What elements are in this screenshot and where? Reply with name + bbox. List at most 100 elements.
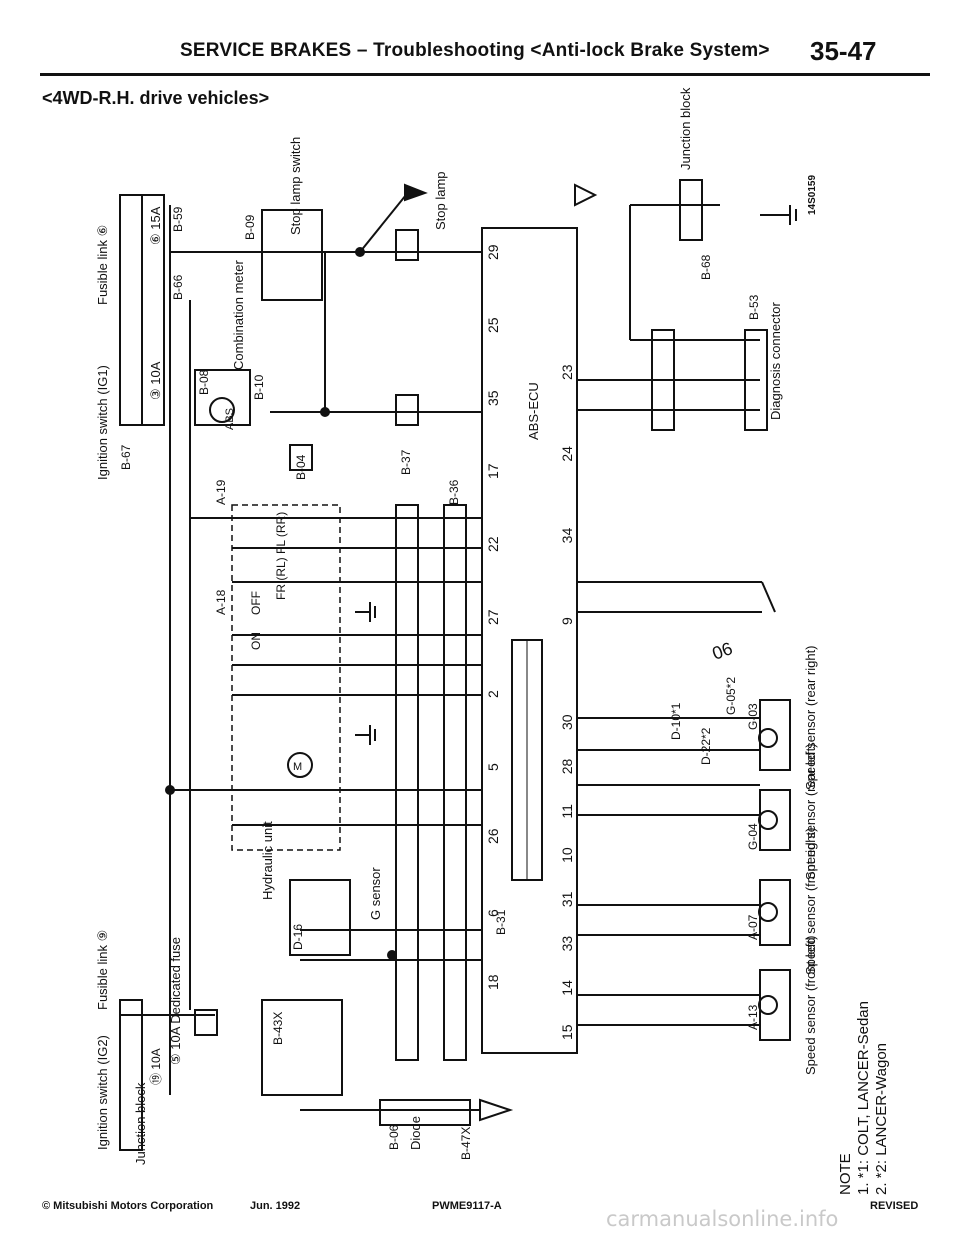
speed-sensor-fr-box bbox=[759, 879, 791, 946]
combination-meter-box bbox=[194, 369, 251, 426]
conn-b68: B-68 bbox=[699, 254, 713, 280]
conn-b36: B-36 bbox=[447, 479, 461, 505]
label-g-sensor: G sensor bbox=[368, 867, 383, 920]
conn-b09: B-09 bbox=[243, 214, 257, 240]
ecu-pins-right: 9 34 24 23 bbox=[559, 364, 575, 625]
footer-status: REVISED bbox=[870, 1200, 919, 1212]
ecu-pin-label: 14 bbox=[559, 980, 575, 996]
label-diode: Diode bbox=[408, 1116, 423, 1150]
ecu-pin-label: 30 bbox=[559, 714, 575, 730]
label-speed-sensor-fr: Speed sensor (front right) bbox=[803, 828, 818, 975]
label-fuse-3: ③ 10A bbox=[148, 361, 163, 400]
conn-b10: B-10 bbox=[252, 374, 266, 400]
ecu-pin-label: 2 bbox=[485, 690, 501, 698]
page-header: SERVICE BRAKES – Troubleshooting <Anti-l… bbox=[180, 40, 770, 62]
footer-doc-id: PWME9117-A bbox=[432, 1200, 502, 1212]
footer-copyright: © Mitsubishi Motors Corporation bbox=[42, 1200, 214, 1212]
ecu-pin-label: 15 bbox=[559, 1024, 575, 1040]
hydraulic-unit-box bbox=[231, 504, 341, 851]
speed-sensor-rr-box bbox=[759, 699, 791, 771]
label-stop-lamp: Stop lamp bbox=[433, 171, 448, 230]
ecu-pin-label: 17 bbox=[485, 463, 501, 479]
conn-d10: D-10*1 bbox=[669, 702, 683, 740]
label-combination-meter: Combination meter bbox=[231, 260, 246, 370]
label-handwritten: 06 bbox=[710, 638, 736, 664]
conn-b04: B-04 bbox=[294, 454, 308, 480]
conn-b47x: B-47X bbox=[459, 1127, 473, 1160]
label-on: ON bbox=[249, 632, 263, 650]
ecu-pin-label: 25 bbox=[485, 317, 501, 333]
ecu-pin-label: 29 bbox=[485, 244, 501, 260]
ecu-pin-label: 5 bbox=[485, 763, 501, 771]
ecu-pin-label: 26 bbox=[485, 828, 501, 844]
conn-a07: A-07 bbox=[746, 914, 760, 940]
conn-b66: B-66 bbox=[171, 274, 185, 300]
abs-ecu-box bbox=[481, 227, 578, 1054]
label-stop-lamp-switch: Stop lamp switch bbox=[288, 137, 303, 235]
ecu-pin-label: 31 bbox=[559, 891, 575, 907]
junction-block-top-box bbox=[679, 179, 703, 241]
label-fuse-6: ⑥ 15A bbox=[148, 206, 163, 245]
connector-strip-b37 bbox=[395, 504, 419, 1061]
motor-icon bbox=[287, 752, 313, 778]
label-speed-sensor-fl: Speed sensor (front left) bbox=[803, 936, 818, 1075]
ecu-pin-label: 6 bbox=[485, 909, 501, 917]
label-abs-ecu: ABS-ECU bbox=[526, 382, 541, 440]
ecu-pin-label: 22 bbox=[485, 536, 501, 552]
ecu-pin-label: 9 bbox=[559, 617, 575, 625]
conn-d22: D-22*2 bbox=[699, 727, 713, 765]
ecu-pin-label: 35 bbox=[485, 390, 501, 406]
ecu-pin-label: 24 bbox=[559, 446, 575, 462]
label-hydraulic-unit: Hydraulic unit bbox=[260, 821, 275, 900]
header-dash: – bbox=[356, 40, 368, 61]
ecu-pin-label: 28 bbox=[559, 758, 575, 774]
label-valves: FR (RL) FL (RR) bbox=[274, 512, 288, 600]
stop-lamp-switch-box bbox=[261, 209, 323, 301]
watermark: carmanualsonline.info bbox=[606, 1207, 839, 1231]
page-number: 35-47 bbox=[810, 36, 877, 66]
conn-b59: B-59 bbox=[171, 206, 185, 232]
conn-b06: B-06 bbox=[387, 1124, 401, 1150]
label-junction-block-top: Junction block bbox=[678, 87, 693, 170]
conn-b08: B-08 bbox=[197, 369, 211, 395]
conn-b67: B-67 bbox=[119, 444, 133, 470]
conn-b53: B-53 bbox=[747, 294, 761, 320]
conn-g04: G-04 bbox=[746, 823, 760, 850]
note-line1: 1. *1: COLT, LANCER-Sedan bbox=[855, 1001, 872, 1195]
ecu-pin-label: 34 bbox=[559, 528, 575, 544]
label-speed-sensor-rr: Speed sensor (rear right) bbox=[803, 645, 818, 790]
label-diagnosis-connector: Diagnosis connector bbox=[768, 302, 783, 420]
speed-sensor-fl-box bbox=[759, 969, 791, 1041]
label-fusible-link-9: Fusible link ⑨ bbox=[95, 930, 110, 1010]
footer-date: Jun. 1992 bbox=[250, 1200, 301, 1212]
label-speed-sensor-rl: Speed sensor (rear left) bbox=[803, 743, 818, 880]
connector-strip-b36 bbox=[443, 504, 467, 1061]
label-dedicated-fuse: ⑤ 10A Dedicated fuse bbox=[168, 937, 183, 1065]
label-ignition-switch-ig2: Ignition switch (IG2) bbox=[95, 1035, 110, 1150]
label-ignition-switch-ig1: Ignition switch (IG1) bbox=[95, 365, 110, 480]
speed-sensor-rl-box bbox=[759, 789, 791, 851]
conn-b43x: B-43X bbox=[271, 1012, 285, 1045]
ecu-pin-label: 23 bbox=[559, 364, 575, 380]
label-fusible-link-6: Fusible link ⑥ bbox=[95, 225, 110, 305]
section-title: <4WD-R.H. drive vehicles> bbox=[42, 88, 270, 108]
label-off: OFF bbox=[249, 591, 263, 615]
header-subtitle: Troubleshooting <Anti-lock Brake System> bbox=[373, 40, 770, 61]
note-line2: 2. *2: LANCER-Wagon bbox=[873, 1043, 890, 1195]
label-junction-block-bottom: Junction block bbox=[133, 1082, 148, 1165]
header-rule bbox=[40, 73, 930, 76]
ecu-pin-label: 33 bbox=[559, 936, 575, 952]
conn-a18: A-18 bbox=[214, 589, 228, 615]
g-sensor-box bbox=[289, 879, 351, 956]
diagnosis-connector-box bbox=[744, 329, 768, 431]
conn-a13: A-13 bbox=[746, 1004, 760, 1030]
header-title: SERVICE BRAKES bbox=[180, 40, 352, 61]
label-fuse-19: ⑲ 10A bbox=[149, 1048, 163, 1085]
ecu-pin-label: 27 bbox=[485, 609, 501, 625]
ecu-pin-label: 10 bbox=[559, 847, 575, 863]
conn-b37: B-37 bbox=[399, 449, 413, 475]
label-motor: M bbox=[293, 761, 302, 773]
label-code: 14S0159 bbox=[807, 175, 818, 215]
